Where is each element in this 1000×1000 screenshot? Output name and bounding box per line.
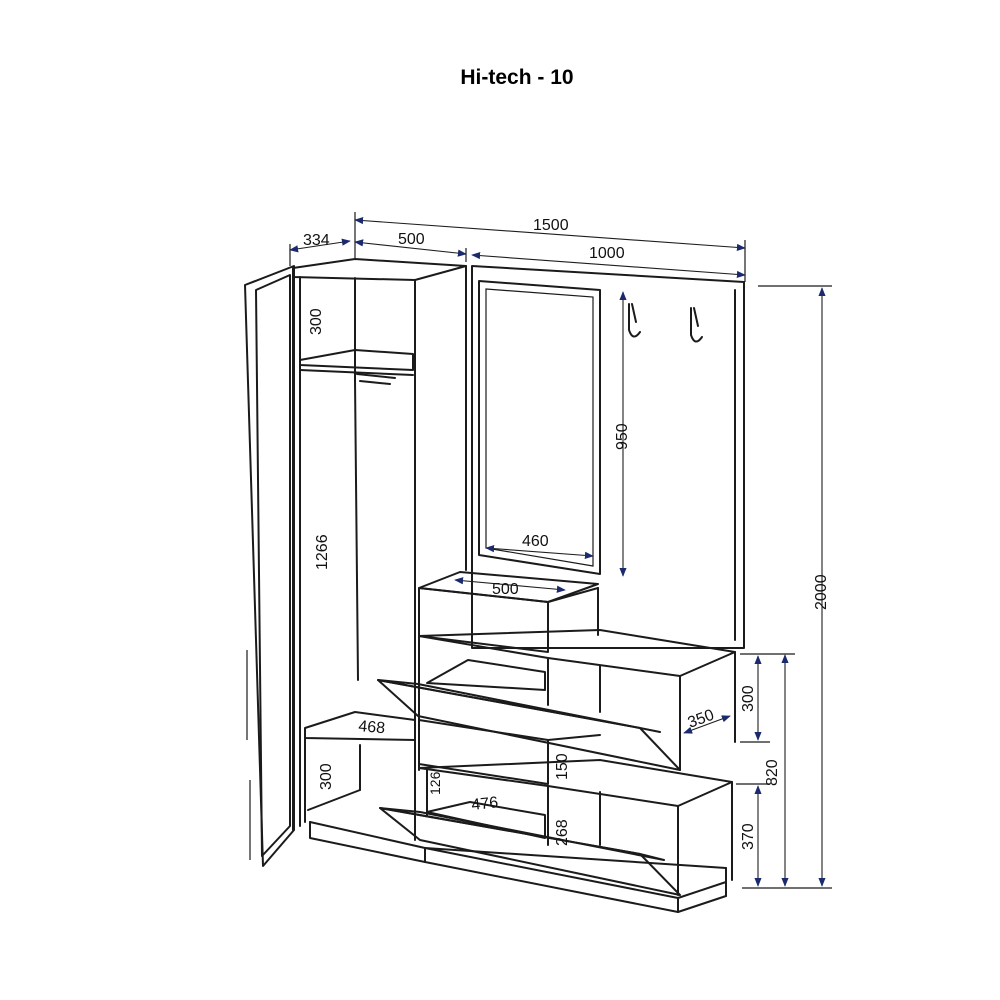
dim-height-cabinets: 820	[764, 759, 781, 786]
dimension-lines	[289, 212, 832, 889]
dim-height-total: 2000	[813, 574, 830, 610]
dim-width-mirror-panel: 1000	[589, 245, 625, 262]
dim-width-wardrobe: 500	[398, 231, 425, 248]
dim-width-total: 1500	[533, 217, 569, 234]
dim-height-mirror: 950	[614, 423, 631, 450]
dim-height-hanging: 1266	[314, 534, 331, 570]
upper-cabinet	[377, 629, 736, 771]
dim-depth-left: 334	[303, 232, 330, 249]
dim-height-small-box: 126	[427, 771, 443, 795]
dim-height-lower-inner: 268	[554, 819, 571, 846]
dim-height-bottom-cabinet: 370	[740, 823, 757, 850]
hook-icon	[628, 303, 703, 343]
middle-drawer	[418, 719, 601, 785]
dim-height-top-shelf: 300	[308, 308, 325, 335]
dim-width-bottom-inner: 476	[471, 794, 499, 814]
vanity-drawer	[418, 571, 599, 653]
drawing-title: Hi-tech - 10	[460, 66, 574, 89]
dim-depth-cabinet: 350	[686, 707, 717, 732]
wardrobe-column	[292, 258, 467, 863]
dim-height-left-bottom: 300	[318, 763, 335, 790]
open-door	[244, 265, 295, 867]
dim-height-drawer-front: 150	[554, 753, 571, 780]
dim-height-upper-compartment: 300	[740, 685, 757, 712]
dim-width-left-shelf: 468	[358, 718, 386, 737]
dimension-labels: 334 500 1500 1000 300 1266 950 460 500 2…	[303, 217, 830, 850]
dim-width-mirror: 460	[522, 533, 549, 550]
lower-cabinet	[379, 759, 733, 913]
dim-width-drawer: 500	[492, 581, 519, 598]
